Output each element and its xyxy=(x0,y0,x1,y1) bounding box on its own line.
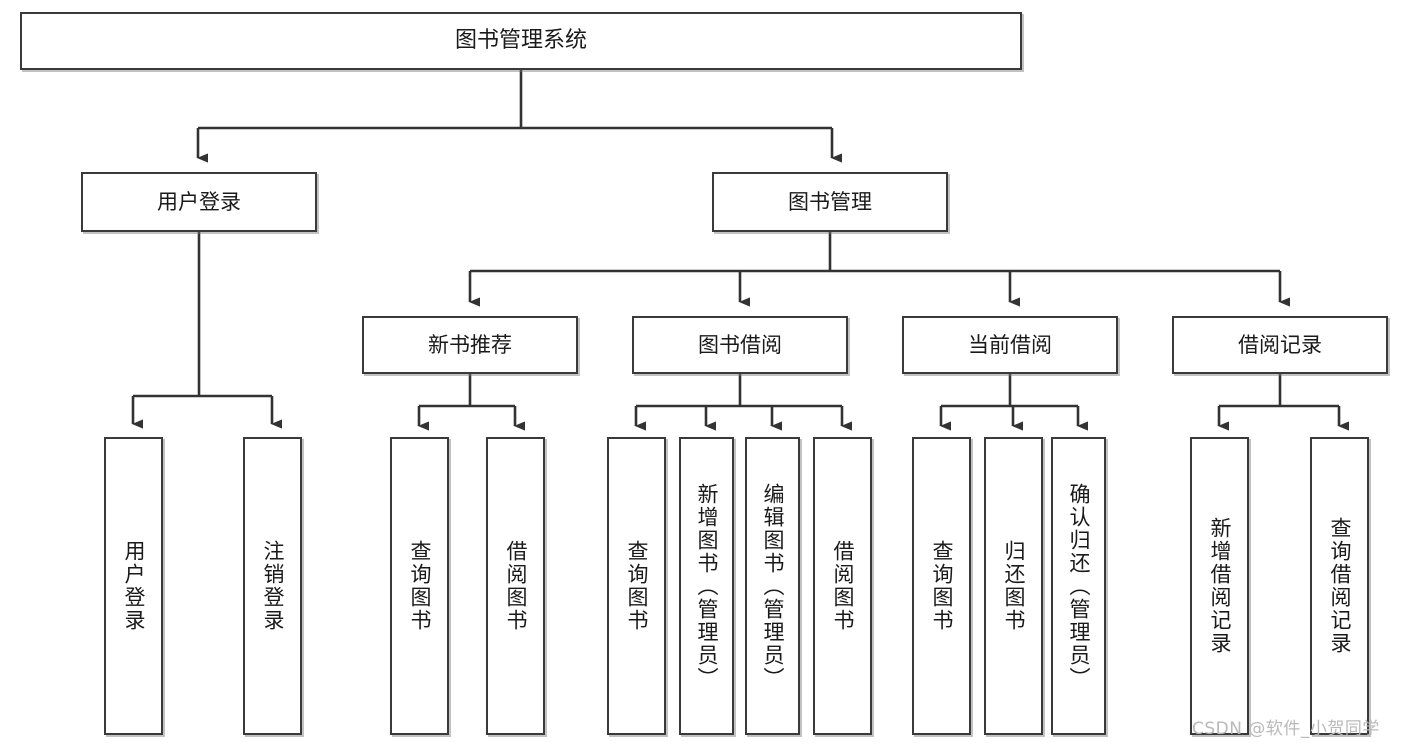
leaf-query-book-1[interactable]: 查询图书 xyxy=(390,437,449,735)
node-root[interactable]: 图书管理系统 xyxy=(20,12,1022,70)
leaf-query-borrow-record[interactable]: 查询借阅记录 xyxy=(1310,437,1369,735)
leaf-add-borrow-record-label: 新增借阅记录 xyxy=(1208,517,1232,655)
leaf-query-book-2[interactable]: 查询图书 xyxy=(607,437,666,735)
leaf-query-book-1-label: 查询图书 xyxy=(408,540,432,632)
leaf-return-book-label: 归还图书 xyxy=(1002,540,1026,632)
node-current-borrow[interactable]: 当前借阅 xyxy=(902,316,1118,374)
leaf-borrow-book-2[interactable]: 借阅图书 xyxy=(813,437,872,735)
node-new-book-recommend[interactable]: 新书推荐 xyxy=(362,316,578,374)
node-borrow-record-label: 借阅记录 xyxy=(1238,332,1322,357)
leaf-add-book-admin-label: 新增图书（管理员） xyxy=(695,482,719,690)
leaf-add-book-admin[interactable]: 新增图书（管理员） xyxy=(679,437,734,735)
node-user-login-label: 用户登录 xyxy=(157,189,241,214)
leaf-borrow-book-1-label: 借阅图书 xyxy=(504,540,528,632)
leaf-user-logout-label: 注销登录 xyxy=(261,540,285,632)
csdn-watermark: CSDN @软件_小贺同学 xyxy=(1192,719,1380,739)
leaf-query-book-3[interactable]: 查询图书 xyxy=(912,437,971,735)
node-root-label: 图书管理系统 xyxy=(454,28,587,54)
leaf-user-login-label: 用户登录 xyxy=(122,540,146,632)
leaf-borrow-book-2-label: 借阅图书 xyxy=(831,540,855,632)
node-book-manage-label: 图书管理 xyxy=(788,189,872,214)
leaf-confirm-return-admin[interactable]: 确认归还（管理员） xyxy=(1051,437,1106,735)
leaf-return-book[interactable]: 归还图书 xyxy=(984,437,1043,735)
leaf-user-logout[interactable]: 注销登录 xyxy=(243,437,302,735)
node-book-borrow-label: 图书借阅 xyxy=(698,332,782,357)
leaf-edit-book-admin-label: 编辑图书（管理员） xyxy=(761,482,785,690)
node-borrow-record[interactable]: 借阅记录 xyxy=(1172,316,1388,374)
leaf-user-login[interactable]: 用户登录 xyxy=(104,437,163,735)
leaf-query-borrow-record-label: 查询借阅记录 xyxy=(1328,517,1352,655)
node-book-borrow[interactable]: 图书借阅 xyxy=(632,316,848,374)
node-user-login[interactable]: 用户登录 xyxy=(81,172,317,232)
leaf-confirm-return-admin-label: 确认归还（管理员） xyxy=(1067,482,1091,690)
node-current-borrow-label: 当前借阅 xyxy=(968,332,1052,357)
leaf-query-book-2-label: 查询图书 xyxy=(625,540,649,632)
node-book-manage[interactable]: 图书管理 xyxy=(712,172,948,232)
leaf-add-borrow-record[interactable]: 新增借阅记录 xyxy=(1190,437,1249,735)
leaf-edit-book-admin[interactable]: 编辑图书（管理员） xyxy=(745,437,800,735)
node-new-book-recommend-label: 新书推荐 xyxy=(428,332,512,357)
leaf-borrow-book-1[interactable]: 借阅图书 xyxy=(486,437,545,735)
leaf-query-book-3-label: 查询图书 xyxy=(930,540,954,632)
